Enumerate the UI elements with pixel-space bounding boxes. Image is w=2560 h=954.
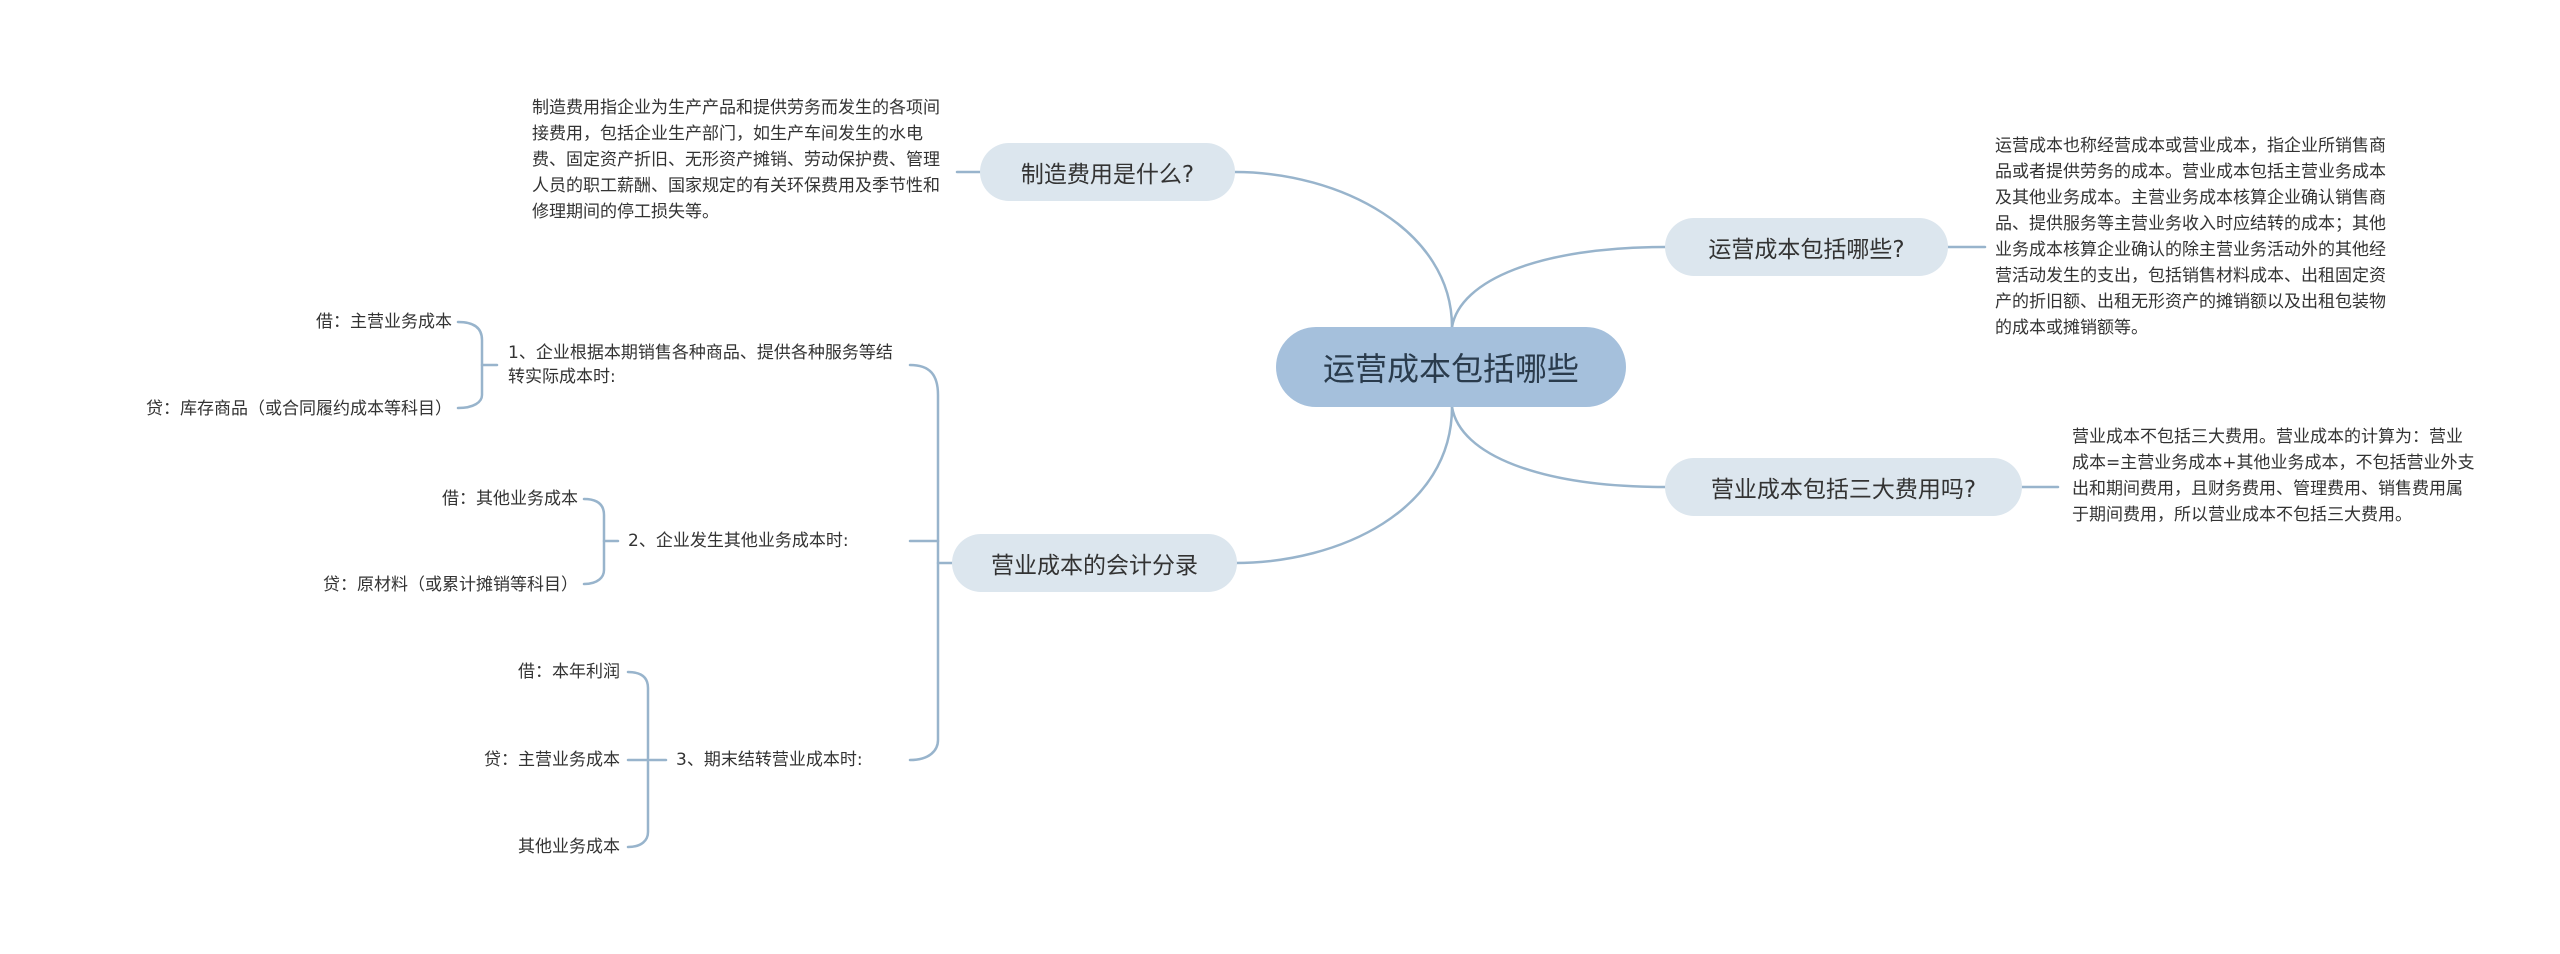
entry-2-item-debit[interactable]: 借：其他业务成本	[442, 489, 578, 509]
link-three-expenses	[1450, 405, 1667, 489]
entry-1-item-debit[interactable]: 借：主营业务成本	[316, 312, 452, 332]
entry-3-item-other[interactable]: 其他业务成本	[518, 837, 620, 857]
entry-1-item-credit[interactable]: 贷：库存商品（或合同履约成本等科目）	[146, 399, 452, 419]
topic-accounting[interactable]: 营业成本的会计分录	[952, 534, 1237, 592]
bracket-entry-1	[456, 320, 484, 410]
entry-3-item-debit[interactable]: 借：本年利润	[518, 662, 620, 682]
note-manufacturing: 制造费用指企业为生产产品和提供劳务而发生的各项间接费用，包括企业生产部门，如生产…	[532, 98, 940, 222]
note-three-expenses: 营业成本不包括三大费用。营业成本的计算为：营业成本=主营业务成本+其他业务成本，…	[2072, 427, 2475, 525]
entry-3-item-credit[interactable]: 贷：主营业务成本	[484, 750, 620, 770]
topic-manufacturing[interactable]: 制造费用是什么?	[980, 143, 1235, 201]
topic-operating[interactable]: 运营成本包括哪些?	[1665, 218, 1948, 276]
entry-2-item-credit[interactable]: 贷：原材料（或累计摊销等科目）	[323, 575, 578, 595]
topic-three-expenses-label: 营业成本包括三大费用吗?	[1710, 477, 1977, 503]
note-operating: 运营成本也称经营成本或营业成本，指企业所销售商品或者提供劳务的成本。营业成本包括…	[1995, 136, 2386, 338]
topic-operating-label: 运营成本包括哪些?	[1708, 237, 1905, 263]
topic-accounting-label: 营业成本的会计分录	[991, 553, 1198, 579]
root-topic[interactable]: 运营成本包括哪些	[1276, 327, 1626, 407]
entry-3-label[interactable]: 3、期末结转营业成本时:	[676, 750, 863, 770]
entry-1-label[interactable]: 1、企业根据本期销售各种商品、提供各种服务等结转实际成本时:	[508, 343, 893, 387]
link-operating	[1450, 245, 1667, 329]
link-manufacturing	[1233, 170, 1454, 329]
bracket-accounting	[908, 363, 940, 762]
topic-three-expenses[interactable]: 营业成本包括三大费用吗?	[1665, 458, 2022, 516]
bracket-entry-2	[582, 497, 606, 586]
entry-2-label[interactable]: 2、企业发生其他业务成本时:	[628, 531, 849, 551]
root-topic-label: 运营成本包括哪些	[1322, 350, 1579, 388]
topic-manufacturing-label: 制造费用是什么?	[1020, 162, 1195, 188]
link-accounting	[1233, 405, 1454, 565]
